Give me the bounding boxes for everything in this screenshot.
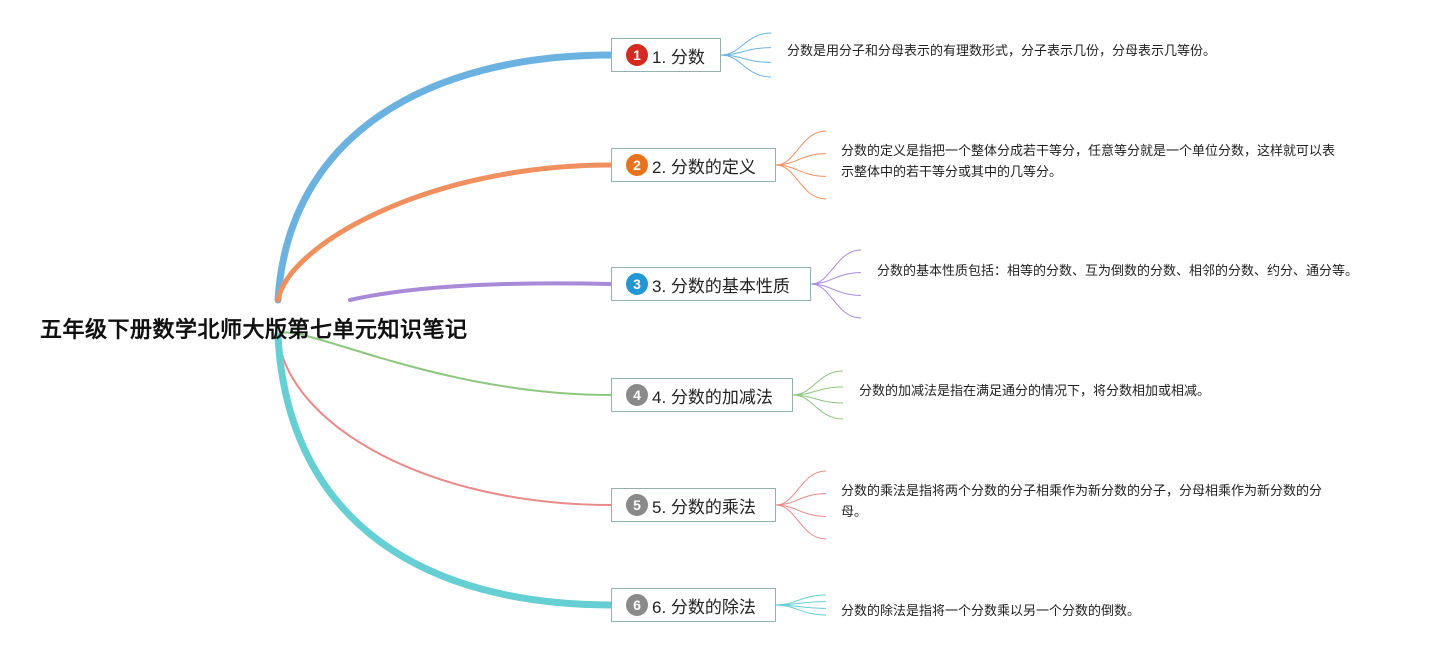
note-connector-1-1 xyxy=(720,32,772,56)
note-connectors xyxy=(720,32,862,616)
topic-label: 4. 分数的加减法 xyxy=(652,387,773,407)
topic-label: 6. 分数的除法 xyxy=(652,597,756,617)
topic-note-3[interactable]: 分数的基本性质包括：相等的分数、互为倒数的分数、相邻的分数、约分、通分等。 xyxy=(877,263,1359,278)
topic-label: 5. 分数的乘法 xyxy=(652,497,756,517)
note-connector-1-4 xyxy=(720,54,772,78)
branch-line-3 xyxy=(348,281,613,302)
note-connector-5-4 xyxy=(775,504,827,540)
note-connector-6-4 xyxy=(775,604,827,616)
branch-line-2 xyxy=(275,162,614,303)
topic-note-5[interactable]: 分数的乘法是指将两个分数的分子相乘作为新分数的分子，分母相乘作为新分数的分母。 xyxy=(841,483,1323,519)
note-connector-5-2 xyxy=(775,493,827,506)
branch-line-1 xyxy=(274,51,615,304)
note-connector-5-1 xyxy=(775,470,827,506)
topic-note-2[interactable]: 分数的定义是指把一个整体分成若干等分，任意等分就是一个单位分数，这样就可以表示整… xyxy=(841,143,1336,179)
note-connector-2-2 xyxy=(775,153,827,166)
priority-6-icon: 6 xyxy=(626,594,648,616)
priority-2-icon: 2 xyxy=(626,154,648,176)
topic-note-6[interactable]: 分数的除法是指将一个分数乘以另一个分数的倒数。 xyxy=(841,603,1141,618)
branch-lines xyxy=(274,51,615,609)
topic-label: 3. 分数的基本性质 xyxy=(652,276,790,296)
root-topic-title[interactable]: 五年级下册数学北师大版第七单元知识笔记 xyxy=(40,317,468,342)
note-connector-4-1 xyxy=(792,370,844,396)
topic-label: 1. 分数 xyxy=(652,47,705,67)
topic-label: 2. 分数的定义 xyxy=(652,157,756,177)
priority-5-icon: 5 xyxy=(626,494,648,516)
note-connector-3-2 xyxy=(810,272,862,285)
priority-1-icon: 1 xyxy=(626,44,648,66)
priority-3-icon: 3 xyxy=(626,273,648,295)
note-connector-2-4 xyxy=(775,164,827,200)
branch-line-6 xyxy=(274,332,615,609)
note-connector-3-1 xyxy=(810,249,862,285)
topic-note-1[interactable]: 分数是用分子和分母表示的有理数形式，分子表示几份，分母表示几等份。 xyxy=(787,43,1217,58)
topic-note-4[interactable]: 分数的加减法是指在满足通分的情况下，将分数相加或相减。 xyxy=(859,383,1211,398)
note-connector-3-4 xyxy=(810,283,862,319)
branch-line-4 xyxy=(277,331,612,396)
branch-line-5 xyxy=(277,335,612,506)
note-connector-4-4 xyxy=(792,394,844,420)
note-connector-6-2 xyxy=(775,601,827,606)
note-connector-2-1 xyxy=(775,130,827,166)
priority-4-icon: 4 xyxy=(626,384,648,406)
